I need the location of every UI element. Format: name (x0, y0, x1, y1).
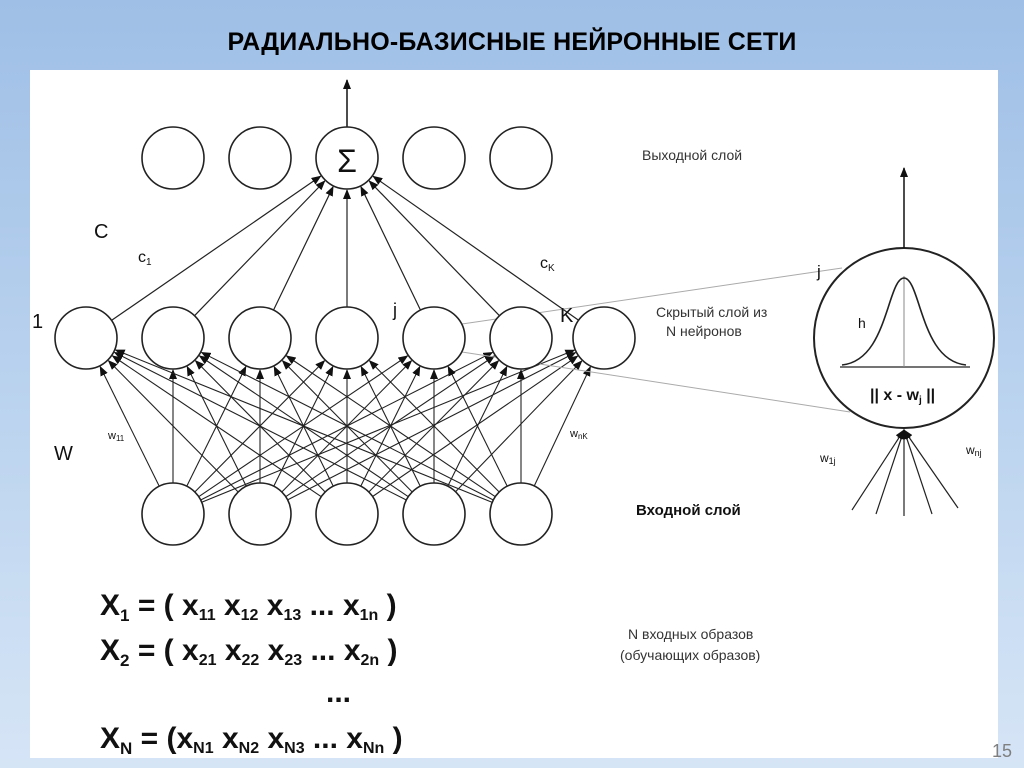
weight-connection (372, 355, 579, 497)
label-hidden-j: j (392, 300, 397, 320)
formula-x1: X1 = ( x11 x12 x13 ... x1n ) (100, 589, 397, 625)
label-w11: w11 (107, 430, 125, 443)
hidden-neuron (402, 306, 466, 370)
label-w-matrix: W (54, 443, 73, 465)
zoom-input-connection (903, 429, 959, 509)
input-neuron (402, 482, 466, 546)
input-neuron (228, 482, 292, 546)
output-weight-connection (272, 185, 334, 311)
caption-hidden-layer-2: N нейронов (666, 323, 742, 339)
label-ck: cK (540, 255, 555, 274)
zoom-input-connection (875, 429, 905, 515)
input-neuron (315, 482, 379, 546)
output-weight-connection (372, 175, 579, 321)
weight-connection (287, 352, 577, 501)
hidden-neuron (489, 306, 553, 370)
formula-row-n: XN = (xN1 xN2 xN3 ... xNn ) (100, 722, 403, 758)
label-c-vector: C (94, 221, 108, 243)
input-neuron (489, 482, 553, 546)
hidden-output-connections (111, 79, 579, 321)
formula-x2: X2 = ( x21 x22 x23 ... x2n ) (100, 634, 398, 670)
weight-connection (107, 360, 239, 493)
weight-connection (447, 365, 508, 487)
weight-connection (533, 366, 591, 487)
label-norm: || x - wj || (870, 387, 935, 406)
weight-connection (200, 351, 494, 501)
formula-row-2: X2 = ( x21 x22 x23 ... x2n ) (100, 634, 398, 670)
zoomed-neuron-j: j h || x - wj || w1j wnj (813, 167, 995, 516)
weight-connection (99, 365, 160, 487)
formula-ellipsis: ... (326, 676, 351, 709)
output-neuron (228, 126, 292, 190)
output-neuron (402, 126, 466, 190)
slide-title: РАДИАЛЬНО-БАЗИСНЫЕ НЕЙРОННЫЕ СЕТИ (227, 28, 797, 56)
output-neuron (489, 126, 553, 190)
output-weight-connection (368, 180, 500, 317)
caption-input-layer: Входной слой (636, 502, 741, 519)
weight-connection (111, 355, 322, 498)
label-hidden-first: 1 (32, 311, 43, 333)
weight-connection (201, 349, 576, 503)
label-w1j: w1j (819, 451, 836, 466)
caption-hidden-layer-1: Скрытый слой из (656, 304, 767, 320)
label-zoom-j: j (816, 262, 821, 281)
hidden-neuron (572, 306, 636, 370)
sum-neuron (315, 126, 379, 190)
weight-connection (285, 355, 496, 498)
hidden-neuron (141, 306, 205, 370)
output-weight-connection (360, 185, 422, 311)
hidden-neuron (228, 306, 292, 370)
hidden-neuron (315, 306, 379, 370)
formula-row-1: X1 = ( x11 x12 x13 ... x1n ) (100, 589, 397, 625)
gaussian-curve (841, 277, 967, 366)
zoom-input-connection (851, 429, 905, 511)
label-c1: c1 (138, 249, 152, 268)
hidden-neuron (54, 306, 118, 370)
label-wnk: wnK (569, 428, 588, 441)
label-hidden-k: K (560, 305, 574, 327)
weight-connection (113, 351, 407, 501)
sum-symbol: Σ (337, 143, 357, 179)
weight-connection (455, 360, 583, 493)
output-weight-connection (111, 175, 322, 321)
zoom-input-arrows (851, 429, 959, 516)
label-h: h (858, 315, 866, 331)
caption-patterns-1: N входных образов (628, 626, 753, 642)
weight-connection (368, 360, 500, 493)
input-hidden-connections (99, 349, 591, 503)
network-nodes (54, 126, 636, 546)
caption-patterns-2: (обучающих образов) (620, 647, 760, 663)
zoom-input-connection (903, 429, 933, 515)
output-weight-connection (194, 180, 326, 317)
formula-xn: XN = (xN1 xN2 xN3 ... xNn ) (100, 722, 403, 758)
rbf-network-diagram: Σ C c1 cK 1 j K W w11 wnK Выходной слой … (32, 79, 995, 758)
input-neuron (141, 482, 205, 546)
slide-number: 15 (991, 741, 1012, 761)
diagram-panel: Σ C c1 cK 1 j K W w11 wnK Выходной слой … (30, 70, 998, 758)
weight-connection (114, 349, 493, 503)
label-wnj: wnj (965, 443, 982, 458)
output-neuron (141, 126, 205, 190)
caption-output-layer: Выходной слой (642, 147, 742, 163)
